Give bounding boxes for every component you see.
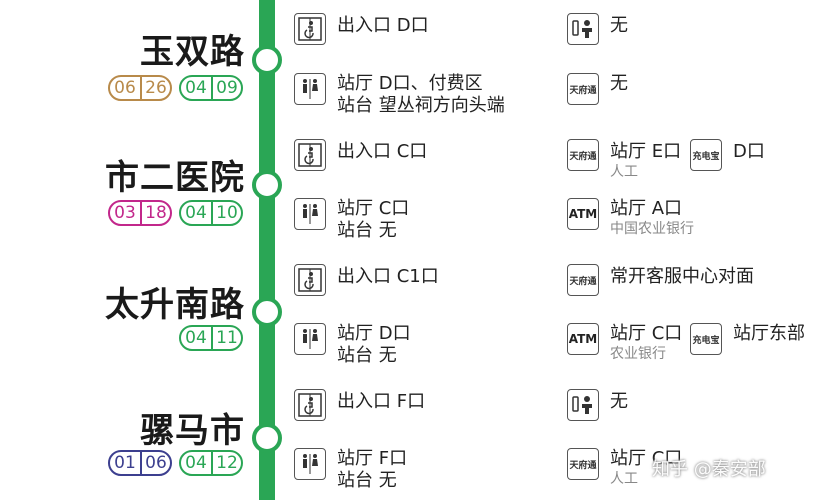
toilet-location-2: 站台 无	[337, 470, 397, 491]
toilet-icon	[294, 448, 326, 480]
toilet-location-1: 站厅 D口、付费区	[337, 73, 483, 94]
tianfutong-type: 人工	[610, 164, 638, 180]
line-badge-01: 01 06	[108, 450, 172, 476]
accessible-elevator-icon	[294, 389, 326, 421]
badge-line: 01	[114, 453, 136, 473]
tianfutong-location: 站厅 E口	[610, 141, 682, 162]
badge-num: 26	[140, 77, 170, 99]
toilet-location-2: 站台 无	[337, 220, 397, 241]
tianfutong-icon: 天府通	[567, 448, 599, 480]
line-badge-03: 03 18	[108, 200, 172, 226]
badge-num: 11	[211, 327, 241, 349]
tianfutong-icon: 天府通	[567, 139, 599, 171]
toilet-icon	[294, 198, 326, 230]
badge-num: 09	[211, 77, 241, 99]
atm-icon: ATM	[567, 198, 599, 230]
atm-bank: 中国农业银行	[610, 221, 694, 237]
zhihu-watermark: 知乎 @秦安部	[652, 459, 766, 480]
metro-line-4-rail	[259, 0, 275, 500]
elevator-location: 出入口 F口	[337, 391, 426, 412]
station-name: 玉双路	[140, 32, 245, 72]
line-badge-06: 06 26	[108, 75, 172, 101]
badge-line: 03	[114, 203, 136, 223]
baby-care-location: 无	[610, 391, 628, 412]
tianfutong-location: 无	[610, 73, 628, 94]
atm-location: 站厅 C口	[610, 323, 683, 344]
line-badge-04: 04 10	[179, 200, 243, 226]
station-node-shierhospital	[252, 170, 282, 200]
badge-num: 18	[140, 202, 170, 224]
station-name: 市二医院	[105, 158, 245, 198]
baby-care-icon	[567, 13, 599, 45]
elevator-location: 出入口 C1口	[337, 266, 439, 287]
toilet-location-1: 站厅 D口	[337, 323, 411, 344]
power-bank-icon: 充电宝	[690, 323, 722, 355]
badge-line: 06	[114, 78, 136, 98]
toilet-icon	[294, 73, 326, 105]
atm-icon: ATM	[567, 323, 599, 355]
elevator-location: 出入口 D口	[337, 15, 429, 36]
station-node-luomashi	[252, 423, 282, 453]
line-badge-04: 04 09	[179, 75, 243, 101]
badge-num: 10	[211, 202, 241, 224]
station-name: 太升南路	[105, 285, 245, 325]
toilet-icon	[294, 323, 326, 355]
station-node-taishengnanlu	[252, 297, 282, 327]
badge-line: 04	[185, 453, 207, 473]
badge-line: 04	[185, 328, 207, 348]
power-bank-location: 站厅东部	[733, 323, 805, 344]
toilet-location-2: 站台 望丛祠方向头端	[337, 95, 505, 116]
power-bank-icon: 充电宝	[690, 139, 722, 171]
badge-num: 12	[211, 452, 241, 474]
line-badge-04: 04 12	[179, 450, 243, 476]
toilet-location-1: 站厅 C口	[337, 198, 410, 219]
atm-location: 站厅 A口	[610, 198, 683, 219]
power-bank-location: D口	[733, 141, 765, 162]
line-badge-04: 04 11	[179, 325, 243, 351]
atm-bank: 农业银行	[610, 346, 666, 362]
badge-line: 04	[185, 78, 207, 98]
baby-care-icon	[567, 389, 599, 421]
tianfutong-icon: 天府通	[567, 264, 599, 296]
badge-line: 04	[185, 203, 207, 223]
toilet-location-1: 站厅 F口	[337, 448, 408, 469]
baby-care-location: 无	[610, 15, 628, 36]
accessible-elevator-icon	[294, 139, 326, 171]
tianfutong-location: 站厅 C口	[610, 448, 683, 469]
station-node-yushuanglu	[252, 45, 282, 75]
badge-num: 06	[140, 452, 170, 474]
accessible-elevator-icon	[294, 13, 326, 45]
toilet-location-2: 站台 无	[337, 345, 397, 366]
tianfutong-type: 人工	[610, 471, 638, 487]
accessible-elevator-icon	[294, 264, 326, 296]
tianfutong-location: 常开客服中心对面	[610, 266, 754, 287]
station-name: 骡马市	[140, 411, 245, 451]
tianfutong-icon: 天府通	[567, 73, 599, 105]
elevator-location: 出入口 C口	[337, 141, 428, 162]
